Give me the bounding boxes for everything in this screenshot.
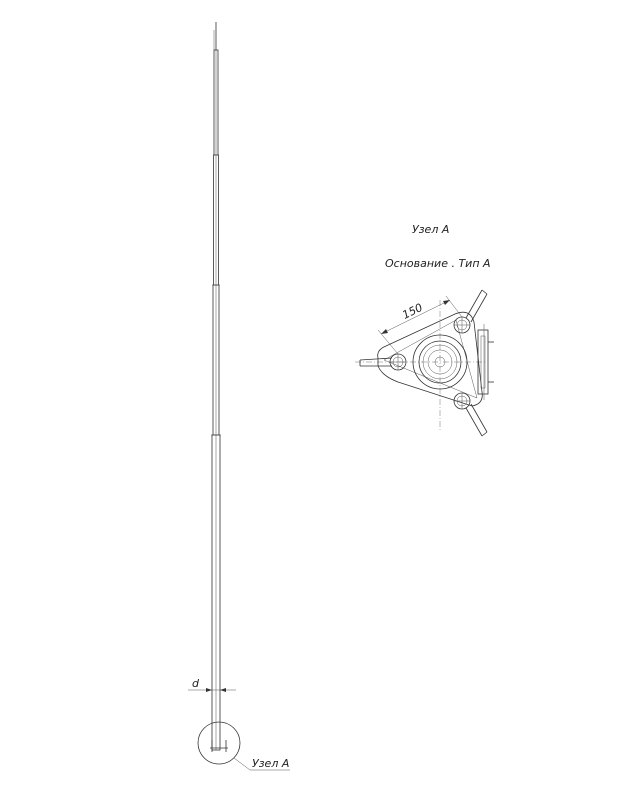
base-plate-detail: 150: [355, 289, 494, 437]
base-type-title: Основание . Тип А: [385, 257, 491, 270]
dimension-150: 150: [377, 295, 463, 355]
stay-rod-top: [465, 289, 488, 323]
node-a-detail-circle: Узел А: [197, 721, 290, 771]
mast: [211, 22, 221, 751]
stay-rod-bottom: [465, 403, 488, 437]
diameter-dimension: d: [188, 677, 236, 695]
bolt: [453, 316, 471, 334]
stay-rod-left: [359, 357, 393, 367]
side-clamp: [477, 324, 494, 400]
bolt: [389, 353, 407, 371]
diameter-label: d: [192, 677, 200, 690]
node-a-title: Узел А: [412, 223, 449, 236]
node-a-callout-label: Узел А: [252, 757, 289, 770]
bolt: [453, 392, 471, 410]
